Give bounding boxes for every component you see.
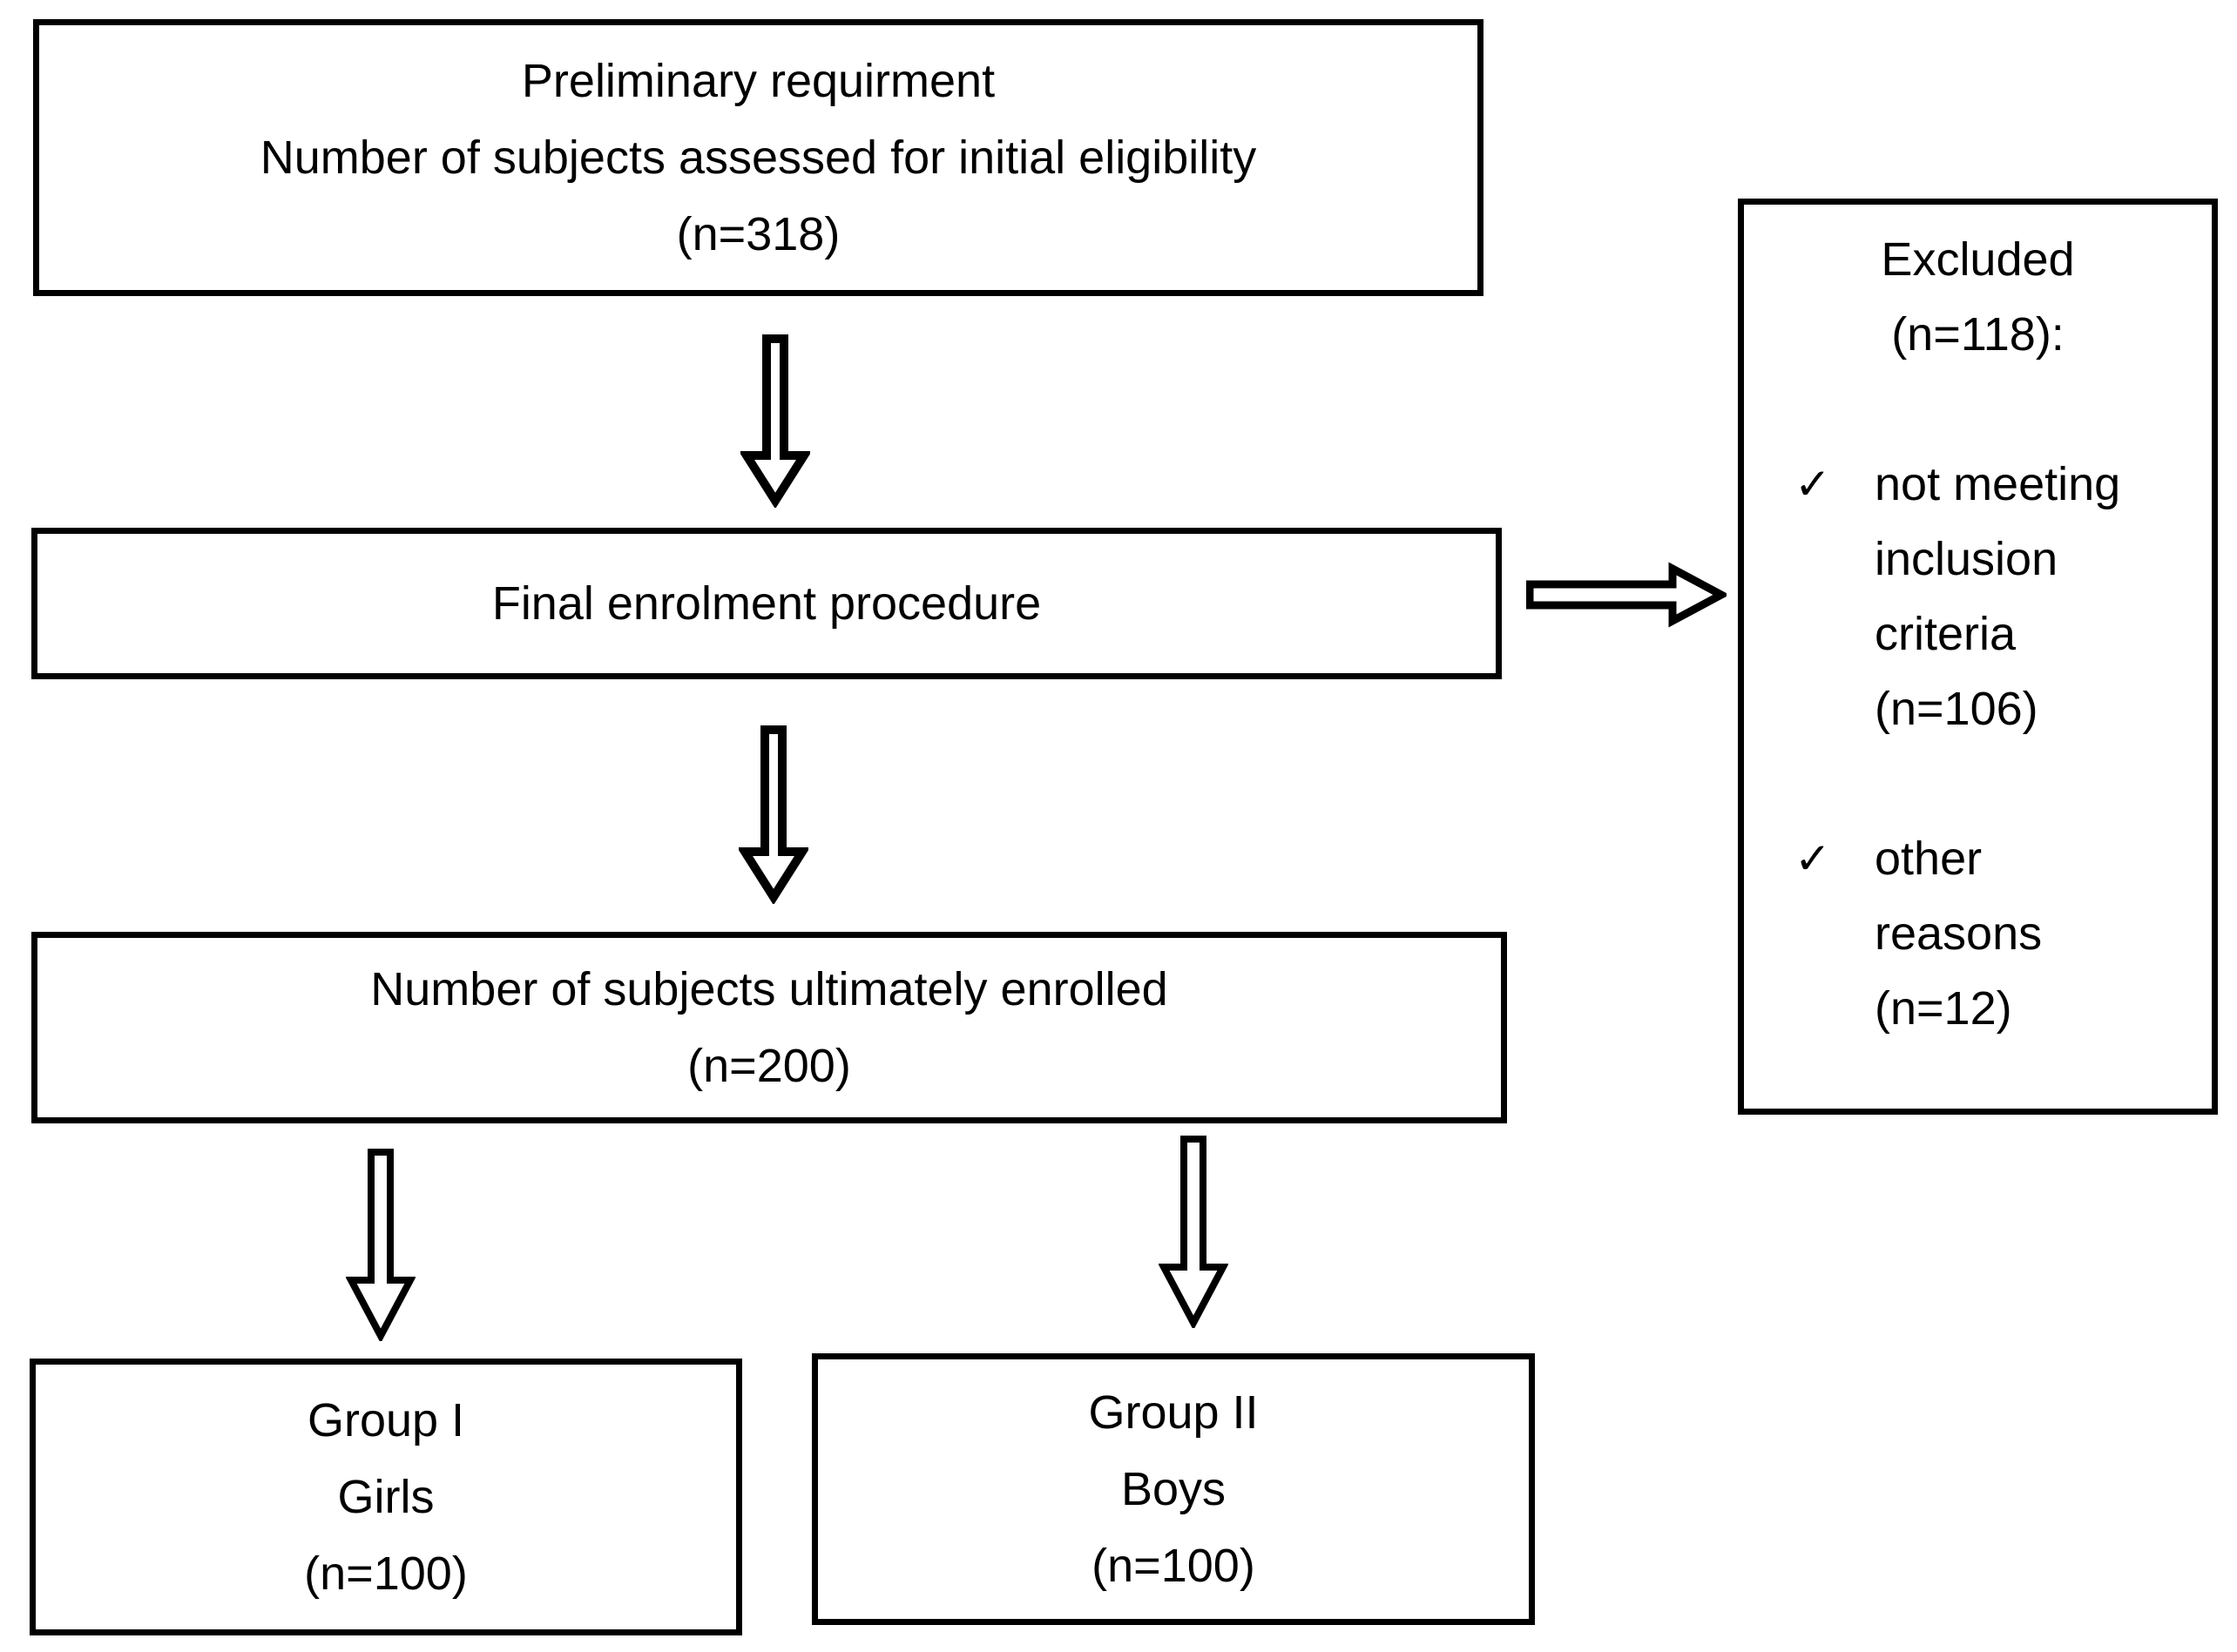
box-text-line: other <box>1875 833 1983 885</box>
down-arrow-icon <box>346 1149 416 1341</box>
excluded-item: ✓ other reasons (n=12) <box>1744 821 2212 1046</box>
box-text-line: Group II <box>1088 1386 1259 1439</box>
box-text-line: (n=100) <box>304 1547 468 1600</box>
box-group-ii-boys: Group II Boys (n=100) <box>812 1353 1535 1625</box>
box-text-line: inclusion <box>1875 533 2058 585</box>
down-arrow-icon <box>740 334 810 508</box>
check-icon: ✓ <box>1794 834 1831 883</box>
excluded-item-text: other reasons (n=12) <box>1875 821 2042 1046</box>
down-arrow-icon <box>1159 1136 1228 1328</box>
box-text-line: (n=200) <box>687 1040 851 1092</box>
down-arrow-icon <box>739 725 808 904</box>
box-text-line: Preliminary requirment <box>521 55 996 107</box>
excluded-item: ✓ not meeting inclusion criteria (n=106) <box>1744 447 2212 746</box>
box-text-line: (n=12) <box>1875 982 2012 1035</box>
box-text-line: Final enrolment procedure <box>491 577 1042 630</box>
box-text-line: Girls <box>337 1471 435 1523</box>
box-text-line: Group I <box>307 1394 465 1446</box>
box-excluded: Excluded (n=118): ✓ not meeting inclusio… <box>1738 199 2218 1115</box>
box-final-enrolment: Final enrolment procedure <box>31 528 1502 679</box>
excluded-title: Excluded (n=118): <box>1744 222 2212 372</box>
box-text-line: Number of subjects ultimately enrolled <box>370 963 1168 1015</box>
box-text-line: (n=118): <box>1891 308 2065 361</box>
box-preliminary-requirement: Preliminary requirment Number of subject… <box>33 19 1483 296</box>
box-text-line: Boys <box>1120 1463 1227 1515</box>
box-text-line: (n=318) <box>676 208 841 260</box>
check-icon: ✓ <box>1794 460 1831 509</box>
excluded-item-text: not meeting inclusion criteria (n=106) <box>1875 447 2120 746</box>
box-text-line: (n=106) <box>1875 683 2038 735</box>
box-ultimately-enrolled: Number of subjects ultimately enrolled (… <box>31 932 1507 1123</box>
box-text-line: reasons <box>1875 907 2043 960</box>
right-arrow-icon <box>1526 562 1727 628</box>
box-text-line: Number of subjects assessed for initial … <box>260 131 1257 184</box>
box-text-line: not meeting <box>1875 458 2121 510</box>
box-text-line: criteria <box>1875 608 2017 660</box>
box-text-line: (n=100) <box>1091 1540 1255 1592</box>
box-text-line: Excluded <box>1881 233 2075 286</box>
box-group-i-girls: Group I Girls (n=100) <box>30 1359 742 1635</box>
